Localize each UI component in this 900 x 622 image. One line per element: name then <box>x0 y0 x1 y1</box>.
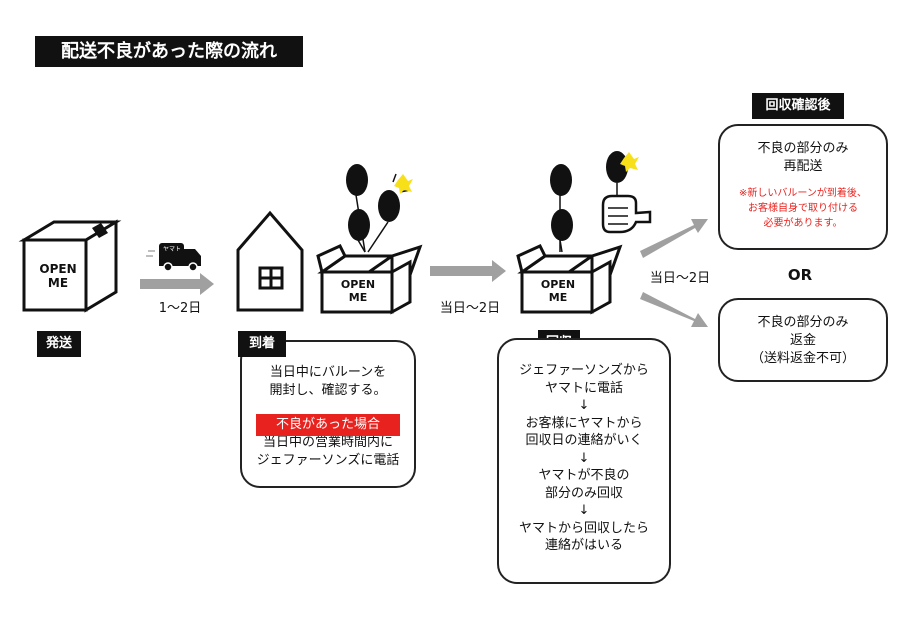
collection-text-3: お客様にヤマトから <box>525 415 643 431</box>
arrival-box: 当日中にバルーンを 開封し、確認する。 不良があった場合 当日中の営業時間内に … <box>240 340 416 488</box>
box-label-me: ME <box>548 291 568 304</box>
option1-note-1: ※新しいバルーンが到着後、 <box>739 188 867 199</box>
option1-text-2: 再配送 <box>783 159 823 174</box>
step-ship-label: 発送 <box>37 331 81 357</box>
open-box-collect-icon <box>516 151 652 315</box>
step-after-confirm-label: 回収確認後 <box>752 93 844 119</box>
arrival-text-1: 当日中にバルーンを <box>269 365 387 380</box>
page-title: 配送不良があった際の流れ <box>35 36 303 67</box>
step-arrive-label: 到着 <box>238 331 286 357</box>
arrival-text-4: ジェファーソンズに電話 <box>256 453 400 468</box>
flow-arrow-1 <box>140 273 214 295</box>
arrival-text-3: 当日中の営業時間内に <box>262 435 393 450</box>
defect-label: 不良があった場合 <box>256 414 400 436</box>
down-arrow-icon: ↓ <box>578 503 590 518</box>
collection-text-2: ヤマトに電話 <box>544 380 623 396</box>
box-label-open: OPEN <box>540 278 576 291</box>
option2-text-3: （送料返金不可） <box>750 351 855 366</box>
truck-icon <box>146 243 201 272</box>
option1-note-2: お客様自身で取り付ける <box>748 203 858 214</box>
arrow-label-3: 当日〜2日 <box>649 271 711 286</box>
option1-note-3: 必要があります。 <box>763 218 843 229</box>
collection-box: ジェファーソンズから ヤマトに電話 ↓ お客様にヤマトから 回収日の連絡がいく … <box>497 338 671 584</box>
box-label-open: OPEN <box>39 262 77 276</box>
open-box-balloons-icon <box>316 164 423 315</box>
option-resend-box: 不良の部分のみ 再配送 ※新しいバルーンが到着後、 お客様自身で取り付ける 必要… <box>718 124 888 250</box>
collection-text-8: 連絡がはいる <box>544 538 623 553</box>
box-label-1: OPEN ME <box>30 262 86 290</box>
down-arrow-icon: ↓ <box>578 398 590 413</box>
collection-text-1: ジェファーソンズから <box>519 363 649 378</box>
box-label-3: OPEN ME <box>526 278 590 304</box>
box-label-open: OPEN <box>340 278 376 291</box>
collection-text-4: 回収日の連絡がいく <box>525 433 643 448</box>
option1-text-1: 不良の部分のみ <box>757 141 849 156</box>
or-label: OR <box>787 266 813 284</box>
collection-text-6: 部分のみ回収 <box>544 485 623 501</box>
option2-text-1: 不良の部分のみ <box>757 315 849 330</box>
collection-text-5: ヤマトが不良の <box>538 468 630 483</box>
flow-arrow-down <box>640 292 708 327</box>
down-arrow-icon: ↓ <box>578 450 590 466</box>
arrow-label-1: 1〜2日 <box>158 301 202 316</box>
option2-text-2: 返金 <box>789 333 816 348</box>
arrival-text-2: 開封し、確認する。 <box>269 383 387 398</box>
flow-arrow-2 <box>430 260 506 282</box>
shipping-box-icon <box>18 219 122 313</box>
arrow-label-2: 当日〜2日 <box>439 301 501 316</box>
box-label-me: ME <box>348 291 368 304</box>
option-refund-box: 不良の部分のみ 返金 （送料返金不可） <box>718 298 888 382</box>
collection-text-7: ヤマトから回収したら <box>518 520 649 536</box>
box-label-2: OPEN ME <box>326 278 390 304</box>
flow-arrow-up <box>640 219 708 258</box>
box-label-me: ME <box>47 276 69 290</box>
truck-label: ヤマト <box>162 246 181 253</box>
house-icon <box>236 210 304 312</box>
